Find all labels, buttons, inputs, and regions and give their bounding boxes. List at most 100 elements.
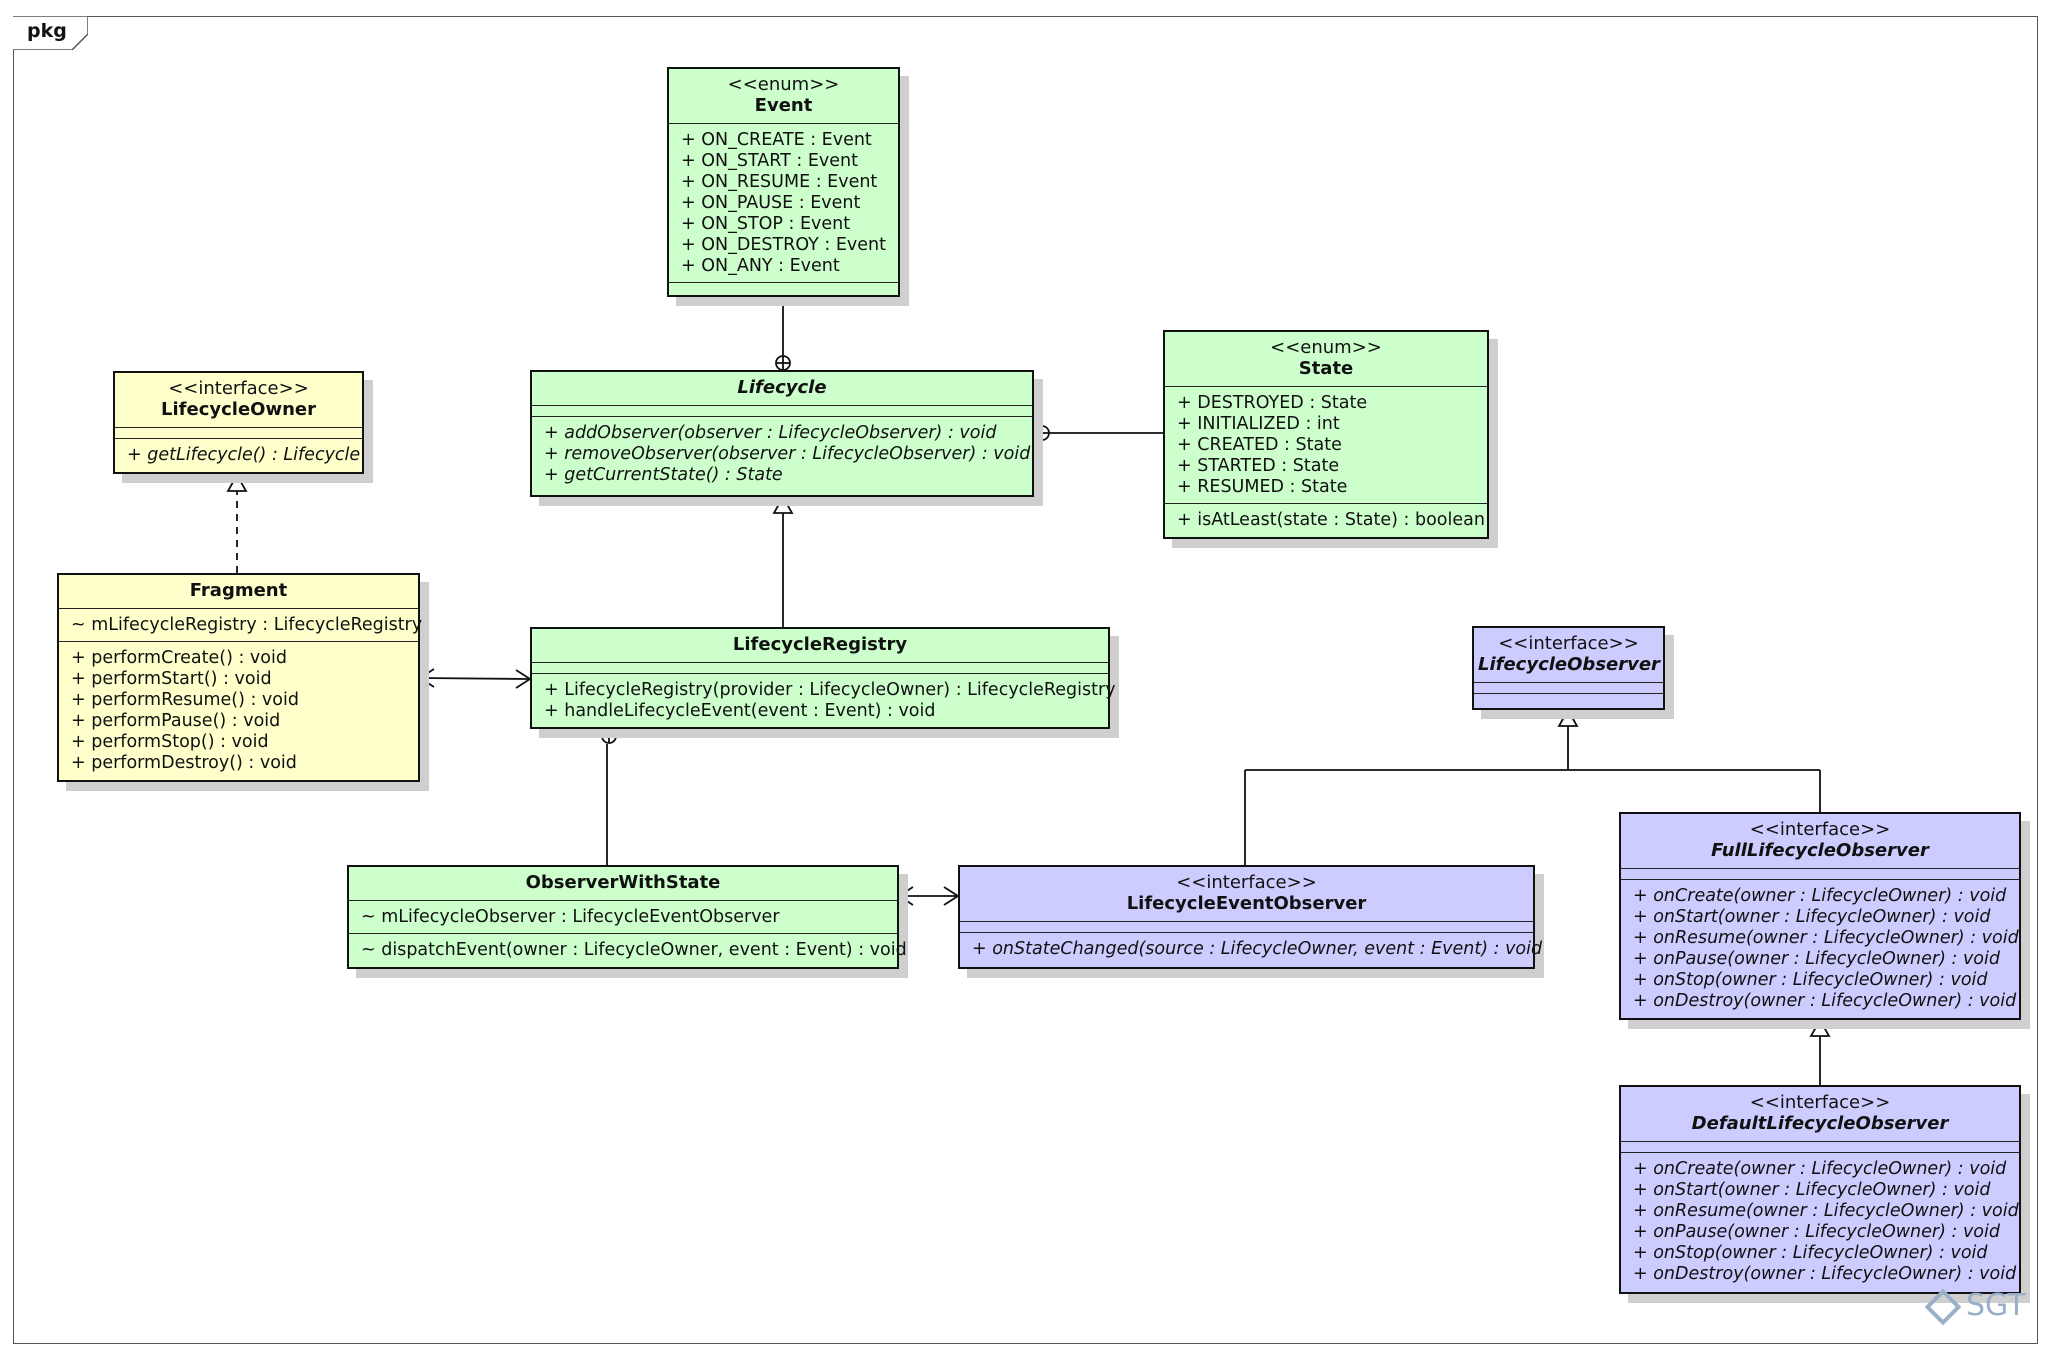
state-operation: + isAtLeast(state : State) : boolean [1177, 510, 1485, 530]
class-full-lifecycle-observer[interactable]: <<interface>> FullLifecycleObserver + on… [1619, 812, 2021, 1020]
lifecycle-event-observer-attributes [960, 922, 1533, 933]
lifecycle-observer-attributes [1474, 683, 1663, 694]
lifecycle-registry-operation: + handleLifecycleEvent(event : Event) : … [544, 701, 936, 721]
lifecycle-observer-name: LifecycleObserver [1478, 654, 1660, 675]
fragment-realization-arrow [226, 473, 248, 492]
fragment-registry-association [419, 677, 531, 680]
fragment-operation: + performCreate() : void [71, 648, 287, 668]
state-stereotype: <<enum>> [1270, 337, 1382, 358]
full-lifecycle-observer-name: FullLifecycleObserver [1711, 840, 1929, 861]
full-lifecycle-observer-attributes [1621, 869, 2019, 880]
watermark-text: SGT [1966, 1288, 2026, 1323]
default-lifecycle-observer-stereotype: <<interface>> [1749, 1092, 1891, 1113]
event-name: Event [754, 95, 813, 116]
lifecycle-event-observer-operation: + onStateChanged(source : LifecycleOwner… [972, 939, 1543, 959]
observer-generalization-arrow [1557, 708, 1579, 727]
lifecycle-operation: + getCurrentState() : State [544, 465, 783, 485]
fragment-operation: + performStart() : void [71, 669, 272, 689]
state-attributes: + DESTROYED : State + INITIALIZED : int … [1165, 387, 1487, 504]
watermark: SGT [1924, 1288, 2026, 1325]
event-attribute: + ON_START : Event [681, 151, 858, 171]
lifecycle-owner-operations: + getLifecycle() : Lifecycle [115, 439, 362, 471]
lifecycle-event-observer-name: LifecycleEventObserver [1126, 893, 1367, 914]
fragment-attributes: ~ mLifecycleRegistry : LifecycleRegistry [59, 609, 423, 642]
event-attribute: + ON_STOP : Event [681, 214, 851, 234]
lifecycle-owner-stereotype: <<interface>> [168, 378, 309, 399]
state-operations: + isAtLeast(state : State) : boolean [1165, 504, 1487, 536]
event-attribute: + ON_CREATE : Event [681, 130, 872, 150]
full-lifecycle-observer-operations: + onCreate(owner : LifecycleOwner) : voi… [1621, 880, 2019, 1017]
full-lifecycle-observer-stereotype: <<interface>> [1749, 819, 1891, 840]
observer-with-state-name: ObserverWithState [525, 872, 721, 893]
default-lifecycle-observer-operations: + onCreate(owner : LifecycleOwner) : voi… [1621, 1153, 2019, 1290]
package-label: pkg [27, 20, 67, 42]
state-name: State [1298, 358, 1354, 379]
full-lifecycle-observer-operation: + onCreate(owner : LifecycleOwner) : voi… [1633, 886, 2007, 906]
lifecycle-registry-operations: + LifecycleRegistry(provider : Lifecycle… [532, 674, 1116, 727]
state-attribute: + INITIALIZED : int [1177, 414, 1340, 434]
default-lifecycle-observer-operation: + onDestroy(owner : LifecycleOwner) : vo… [1633, 1264, 2017, 1284]
class-lifecycle-registry[interactable]: LifecycleRegistry + LifecycleRegistry(pr… [530, 627, 1116, 729]
full-lifecycle-observer-operation: + onPause(owner : LifecycleOwner) : void [1633, 949, 2000, 969]
lifecycle-observer-stereotype: <<interface>> [1498, 633, 1639, 654]
class-lifecycle-event-observer[interactable]: <<interface>> LifecycleEventObserver + o… [958, 865, 1543, 969]
package-tab-outline [13, 16, 88, 50]
observer-with-state-operations: ~ dispatchEvent(owner : LifecycleOwner, … [349, 934, 907, 966]
lifecycle-owner-attributes [115, 428, 362, 439]
lifecycle-observer-operations [1474, 694, 1663, 704]
full-lifecycle-observer-operation: + onDestroy(owner : LifecycleOwner) : vo… [1633, 991, 2017, 1011]
fragment-attribute: ~ mLifecycleRegistry : LifecycleRegistry [71, 615, 423, 635]
state-attribute: + RESUMED : State [1177, 477, 1348, 497]
full-lifecycle-observer-operation: + onStop(owner : LifecycleOwner) : void [1633, 970, 1988, 990]
event-attribute: + ON_RESUME : Event [681, 172, 878, 192]
default-lifecycle-observer-operation: + onPause(owner : LifecycleOwner) : void [1633, 1222, 2000, 1242]
class-state[interactable]: <<enum>> State + DESTROYED : State + INI… [1163, 330, 1489, 539]
event-attributes: + ON_CREATE : Event + ON_START : Event +… [669, 124, 898, 283]
fragment-operations: + performCreate() : void + performStart(… [59, 642, 418, 779]
class-default-lifecycle-observer[interactable]: <<interface>> DefaultLifecycleObserver +… [1619, 1085, 2021, 1294]
registry-generalization-arrow [772, 495, 794, 514]
class-fragment[interactable]: Fragment ~ mLifecycleRegistry : Lifecycl… [57, 573, 423, 782]
lifecycle-registry-name: LifecycleRegistry [732, 634, 908, 655]
watermark-logo-icon [1924, 1288, 1962, 1325]
default-lifecycle-observer-name: DefaultLifecycleObserver [1691, 1113, 1949, 1134]
event-attribute: + ON_ANY : Event [681, 256, 840, 276]
fragment-operation: + performDestroy() : void [71, 753, 297, 773]
class-lifecycle[interactable]: Lifecycle + addObserver(observer : Lifec… [530, 370, 1034, 497]
class-observer-with-state[interactable]: ObserverWithState ~ mLifecycleObserver :… [347, 865, 907, 969]
fragment-operation: + performStop() : void [71, 732, 269, 752]
fragment-operation: + performResume() : void [71, 690, 299, 710]
class-lifecycle-owner[interactable]: <<interface>> LifecycleOwner + getLifecy… [113, 371, 364, 474]
lifecycle-operation: + removeObserver(observer : LifecycleObs… [544, 444, 1031, 464]
lifecycle-event-observer-stereotype: <<interface>> [1176, 872, 1317, 893]
default-lifecycle-observer-operation: + onStart(owner : LifecycleOwner) : void [1633, 1180, 1991, 1200]
event-stereotype: <<enum>> [727, 74, 840, 95]
lifecycle-attributes [532, 406, 1032, 417]
state-attribute: + CREATED : State [1177, 435, 1342, 455]
default-observer-generalization-arrow [1809, 1018, 1831, 1037]
default-lifecycle-observer-operation: + onStop(owner : LifecycleOwner) : void [1633, 1243, 1988, 1263]
lifecycle-operation: + addObserver(observer : LifecycleObserv… [544, 423, 997, 443]
event-attribute: + ON_PAUSE : Event [681, 193, 861, 213]
package-tab: pkg [13, 16, 88, 50]
default-lifecycle-observer-operation: + onCreate(owner : LifecycleOwner) : voi… [1633, 1159, 2007, 1179]
class-lifecycle-observer[interactable]: <<interface>> LifecycleObserver [1472, 626, 1665, 710]
fragment-operation: + performPause() : void [71, 711, 281, 731]
state-attribute: + STARTED : State [1177, 456, 1340, 476]
observer-with-state-attributes: ~ mLifecycleObserver : LifecycleEventObs… [349, 901, 897, 934]
observer-with-state-attribute: ~ mLifecycleObserver : LifecycleEventObs… [361, 907, 780, 927]
fragment-name: Fragment [189, 580, 288, 601]
lifecycle-owner-operation: + getLifecycle() : Lifecycle [127, 445, 361, 465]
full-lifecycle-observer-operation: + onStart(owner : LifecycleOwner) : void [1633, 907, 1991, 927]
full-lifecycle-observer-operation: + onResume(owner : LifecycleOwner) : voi… [1633, 928, 2019, 948]
observer-with-state-operation: ~ dispatchEvent(owner : LifecycleOwner, … [361, 940, 907, 960]
class-event[interactable]: <<enum>> Event + ON_CREATE : Event + ON_… [667, 67, 900, 297]
lifecycle-registry-attributes [532, 663, 1108, 674]
lifecycle-operations: + addObserver(observer : LifecycleObserv… [532, 417, 1032, 491]
event-attribute: + ON_DESTROY : Event [681, 235, 886, 255]
state-attribute: + DESTROYED : State [1177, 393, 1368, 413]
lifecycle-registry-operation: + LifecycleRegistry(provider : Lifecycle… [544, 680, 1116, 700]
default-lifecycle-observer-attributes [1621, 1142, 2019, 1153]
